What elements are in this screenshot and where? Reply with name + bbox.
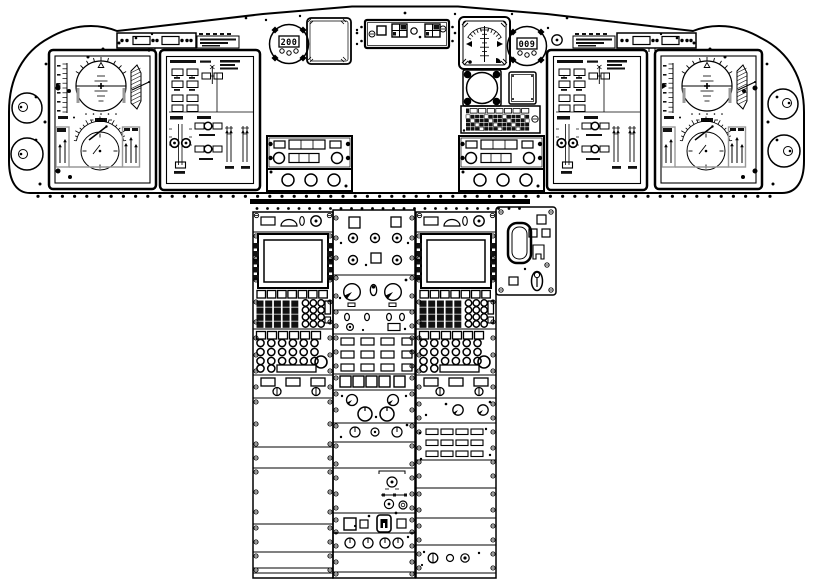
right-audio-panel [458, 135, 545, 192]
glareshield-outline [8, 5, 805, 194]
course-counter-right: 009 [506, 25, 548, 67]
console-top-screws [255, 207, 521, 210]
left-cdu-column [252, 211, 334, 579]
glareshield-screws [34, 11, 779, 198]
left-audio-panel [266, 135, 353, 192]
center-console-column [332, 209, 416, 579]
clock-gauge [462, 69, 502, 107]
right-pfd [653, 48, 764, 191]
right-cdu-column [415, 211, 497, 579]
center-switch-panel [355, 18, 457, 50]
side-extension-panel [495, 206, 557, 296]
standby-attitude-indicator [458, 16, 511, 70]
right-mfd [545, 48, 649, 192]
small-blank-panel [508, 71, 537, 105]
left-counter-value: 200 [281, 38, 298, 48]
left-mfd [158, 48, 262, 192]
right-annunciator-strip [551, 32, 697, 52]
right-eyeball-vent-gauges [767, 88, 801, 168]
console-attach-bar [250, 199, 530, 204]
annunciator-grid-panel [460, 105, 541, 134]
right-counter-value: 009 [519, 40, 536, 50]
left-annunciator-strip [116, 32, 197, 52]
course-counter-left: 200 [268, 23, 310, 65]
left-eyeball-vent-gauges [10, 92, 44, 171]
blank-square-panel [306, 17, 352, 65]
left-pfd [47, 48, 158, 191]
left-data-placard [196, 33, 240, 49]
right-data-placard [572, 33, 616, 49]
